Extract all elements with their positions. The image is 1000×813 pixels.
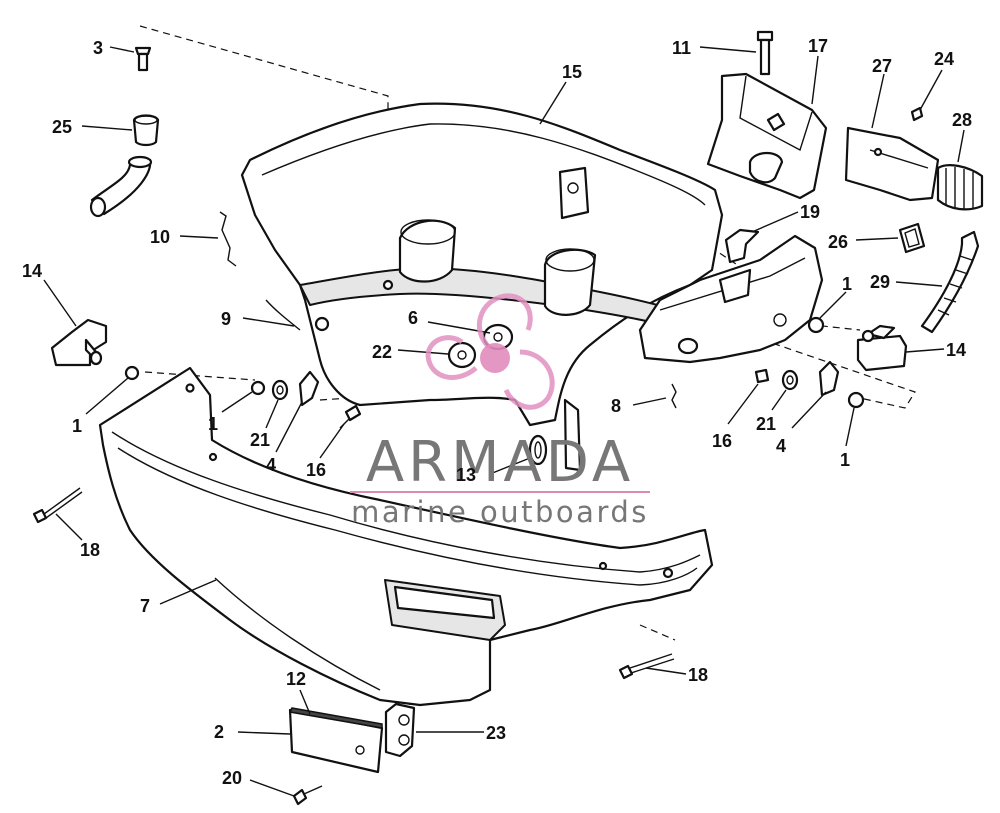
callout-7: 7 [140,596,150,616]
callout-27: 27 [872,56,892,76]
callout-3: 3 [93,38,103,58]
washer-left [271,379,289,401]
callout-21-right: 21 [756,414,776,434]
callout-4-left: 4 [266,455,276,475]
bracket-part-17 [706,72,828,200]
latch-part-14-right [856,324,908,372]
clip-part-10 [219,211,237,267]
bolt-part-11 [756,30,774,76]
callout-19: 19 [800,202,820,222]
hose-part-29 [920,230,980,334]
screw-right-part-16 [754,368,770,384]
grommet-part-13 [528,434,548,466]
callout-18-left: 18 [80,540,100,560]
watermark-tagline: marine outboards [351,495,649,529]
callout-28: 28 [952,110,972,130]
right-bracket-area [638,234,824,364]
callout-16-right: 16 [712,431,732,451]
screw-part-20 [292,785,323,806]
bracket-part-23 [384,702,416,758]
callout-26: 26 [828,232,848,252]
callout-2: 2 [214,722,224,742]
bolt-part-18-right [618,653,675,680]
callout-labels: 3 25 10 14 9 1 1 21 4 16 6 22 15 11 17 2… [22,36,972,788]
gasket-part-26 [898,222,926,254]
callout-17: 17 [808,36,828,56]
callout-9: 9 [221,309,231,329]
callout-4-right: 4 [776,436,786,456]
bushing-right-b [847,391,865,409]
clip-part-19 [724,228,760,264]
clip-part-9 [265,299,301,331]
callout-24: 24 [934,49,954,69]
callout-1-a: 1 [72,416,82,436]
callout-10: 10 [150,227,170,247]
boot-part-28 [936,164,984,211]
bolt-part-18-left [32,487,83,524]
callout-8: 8 [611,396,621,416]
plate-part-2 [288,707,384,774]
callout-1-b: 1 [208,414,218,434]
bracket-right-part-4 [818,360,840,397]
clip-part-8 [671,383,677,409]
propeller-logo-icon [425,293,555,410]
bushing-left-b [250,380,266,396]
callout-11: 11 [672,38,691,58]
callout-15: 15 [562,62,582,82]
callout-1-d: 1 [840,450,850,470]
callout-20: 20 [222,768,242,788]
washer-right [781,369,799,391]
callout-12: 12 [286,669,306,689]
bushing-left-a [124,365,140,381]
bracket-left-part-4 [298,370,320,407]
hose [89,155,153,218]
bushing-right-a [807,316,825,334]
cap-part-25 [132,114,160,147]
callout-1-c: 1 [842,274,852,294]
callout-25: 25 [52,117,72,137]
upper-cover-part-15 [240,102,724,472]
latch-part-14-left [50,318,108,367]
callout-13: 13 [456,465,476,485]
callout-6: 6 [408,308,418,328]
armada-watermark: ARMADA marine outboards [350,293,650,529]
callout-14-right: 14 [946,340,966,360]
screw-part-3 [134,46,152,72]
lower-cover-part-7 [98,366,714,707]
callout-29: 29 [870,272,890,292]
callout-14-left: 14 [22,261,42,281]
grommet-part-22 [447,341,477,369]
callout-16-left: 16 [306,460,326,480]
callout-23: 23 [486,723,506,743]
intake-part-27 [844,126,940,202]
callout-21-left: 21 [250,430,270,450]
watermark-brand: ARMADA [366,430,634,495]
callout-22: 22 [372,342,392,362]
screw-part-24 [910,106,924,122]
callout-18-right: 18 [688,665,708,685]
